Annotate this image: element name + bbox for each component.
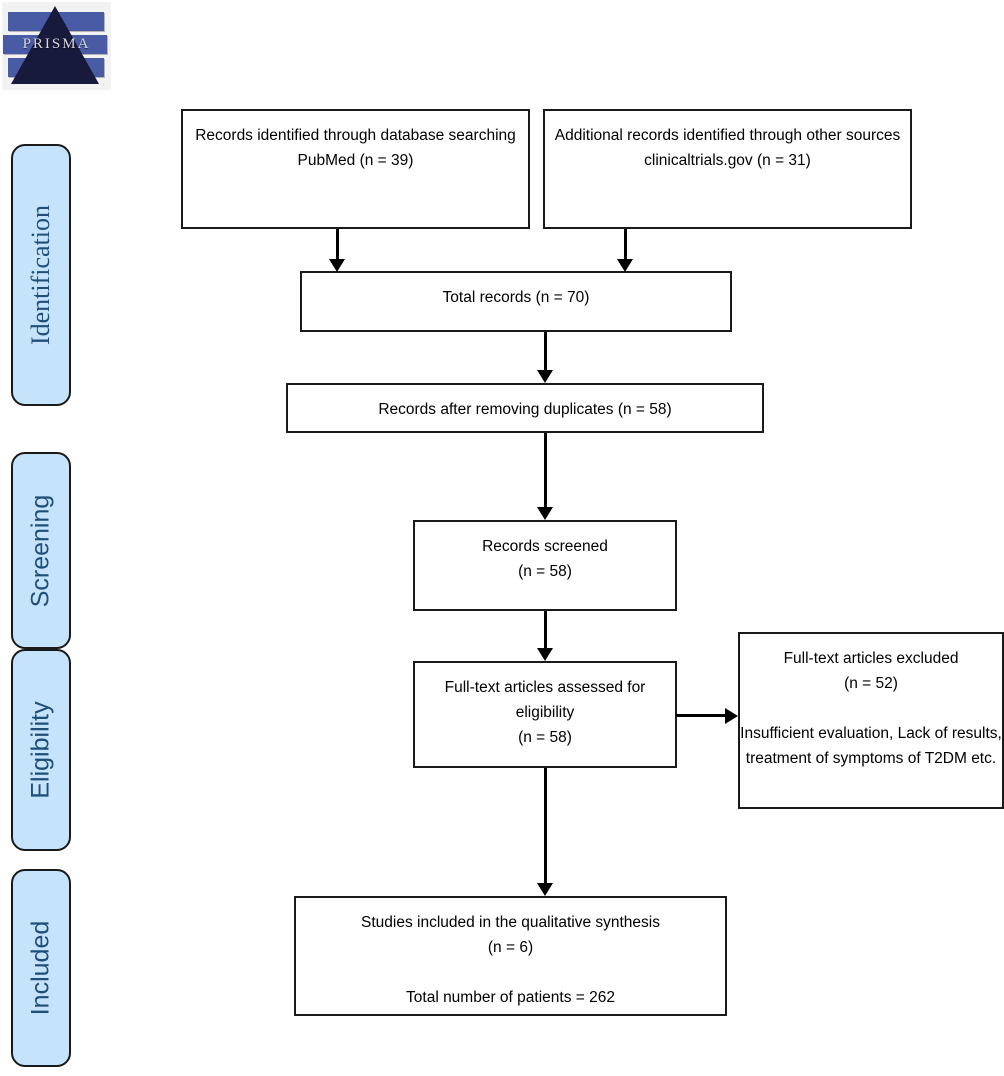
connector-other-to-total (624, 229, 627, 261)
connector-fulltext-to-excluded (676, 714, 726, 717)
box-records-after-duplicates: Records after removing duplicates (n = 5… (286, 383, 764, 433)
connector-duplicates-to-screened (544, 433, 547, 507)
stage-label-screening-text: Screening (26, 494, 55, 607)
stage-label-identification: Identification (11, 144, 71, 406)
arrowhead-down-icon (537, 507, 553, 520)
connector-fulltext-to-included (544, 768, 547, 883)
arrowhead-down-icon (617, 259, 633, 272)
logo-wordmark: PRISMA (22, 36, 91, 52)
stage-label-included-text: Included (26, 920, 55, 1016)
box-database-records: Records identified through database sear… (181, 109, 530, 229)
arrowhead-down-icon (537, 370, 553, 383)
arrowhead-down-icon (329, 259, 345, 272)
prisma-logo: PRISMA (2, 2, 111, 90)
stage-label-eligibility-text: Eligibility (26, 701, 55, 799)
stage-label-identification-text: Identification (26, 204, 55, 346)
arrowhead-right-icon (725, 708, 738, 724)
connector-total-to-duplicates (544, 332, 547, 370)
arrowhead-down-icon (537, 883, 553, 896)
box-total-records: Total records (n = 70) (300, 271, 732, 332)
logo-triangle-icon (11, 6, 99, 84)
box-records-screened: Records screened (n = 58) (413, 520, 677, 611)
connector-screened-to-fulltext (544, 611, 547, 648)
box-studies-included: Studies included in the qualitative synt… (294, 896, 727, 1016)
connector-database-to-total (336, 229, 339, 261)
arrowhead-down-icon (537, 648, 553, 661)
stage-label-eligibility: Eligibility (11, 649, 71, 851)
stage-label-included: Included (11, 869, 71, 1067)
box-other-records: Additional records identified through ot… (543, 109, 912, 229)
box-fulltext-assessed: Full-text articles assessed for eligibil… (413, 661, 677, 768)
box-fulltext-excluded: Full-text articles excluded (n = 52) Ins… (738, 632, 1004, 809)
stage-label-screening: Screening (11, 452, 71, 649)
